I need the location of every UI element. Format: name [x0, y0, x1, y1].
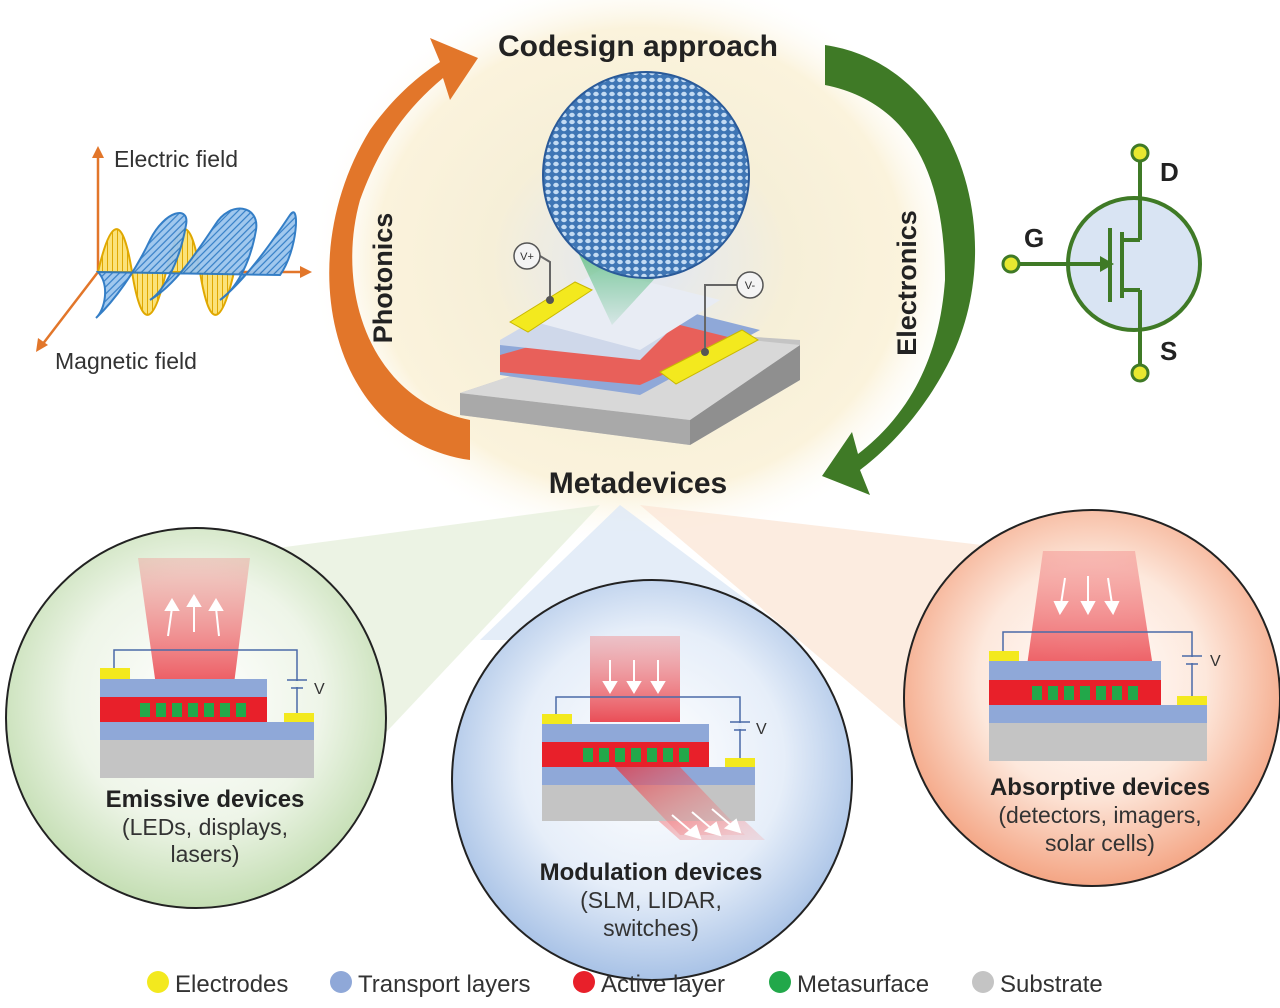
title: Codesign approach: [498, 30, 778, 63]
legend-swatch: [769, 971, 791, 993]
metasurface-zoom: [542, 71, 750, 279]
legend-swatch: [330, 971, 352, 993]
center-metadevice: V+ V-: [460, 71, 800, 445]
v-plus-label: V+: [520, 251, 534, 263]
emissive-line2: lasers): [170, 841, 239, 867]
modulation-voltage: V: [756, 721, 767, 738]
photonics-label: Photonics: [368, 213, 398, 344]
emissive-title: Emissive devices: [106, 786, 305, 813]
legend-label: Active layer: [601, 971, 725, 998]
electronics-label: Electronics: [892, 210, 922, 356]
legend-swatch: [972, 971, 994, 993]
legend-label: Electrodes: [175, 971, 288, 998]
drain-label: D: [1160, 157, 1179, 187]
photonics-arrow: [329, 38, 478, 460]
modulation-line1: (SLM, LIDAR,: [580, 887, 722, 913]
gate-label: G: [1024, 223, 1044, 253]
center-label: Metadevices: [549, 467, 727, 500]
legend-label: Substrate: [1000, 971, 1103, 998]
legend-item-active-layer: Active layer: [573, 971, 725, 998]
absorptive-title: Absorptive devices: [990, 774, 1210, 801]
em-wave: Electric field Magnetic field: [36, 146, 312, 374]
legend-swatch: [147, 971, 169, 993]
source-label: S: [1160, 336, 1177, 366]
modulation-title: Modulation devices: [540, 859, 763, 886]
legend-item-substrate: Substrate: [972, 971, 1103, 998]
v-minus-label: V-: [745, 280, 756, 292]
legend-label: Metasurface: [797, 971, 929, 998]
absorptive-line1: (detectors, imagers,: [998, 802, 1201, 828]
legend: Electrodes Transport layers Active layer…: [147, 971, 1103, 998]
legend-item-electrodes: Electrodes: [147, 971, 288, 998]
gate-terminal: [1001, 254, 1021, 274]
emissive-line1: (LEDs, displays,: [122, 814, 288, 840]
legend-swatch: [573, 971, 595, 993]
absorptive-line2: solar cells): [1045, 830, 1155, 856]
legend-label: Transport layers: [358, 971, 531, 998]
modulation-line2: switches): [603, 915, 699, 941]
absorptive-voltage: V: [1210, 653, 1221, 670]
emissive-voltage: V: [314, 681, 325, 698]
legend-item-metasurface: Metasurface: [769, 971, 929, 998]
modulation-device: V Modulation devices (SLM, LIDAR, switch…: [451, 579, 853, 981]
source-terminal: [1130, 363, 1150, 383]
emissive-device: V Emissive devices (LEDs, displays, lase…: [5, 527, 387, 909]
transistor-symbol: D S G: [1001, 143, 1202, 383]
electric-field-label: Electric field: [114, 146, 238, 172]
legend-item-transport-layers: Transport layers: [330, 971, 531, 998]
electronics-arrow: [822, 45, 976, 495]
magnetic-field-label: Magnetic field: [55, 348, 197, 374]
absorptive-device: V Absorptive devices (detectors, imagers…: [903, 509, 1280, 887]
drain-terminal: [1130, 143, 1150, 163]
